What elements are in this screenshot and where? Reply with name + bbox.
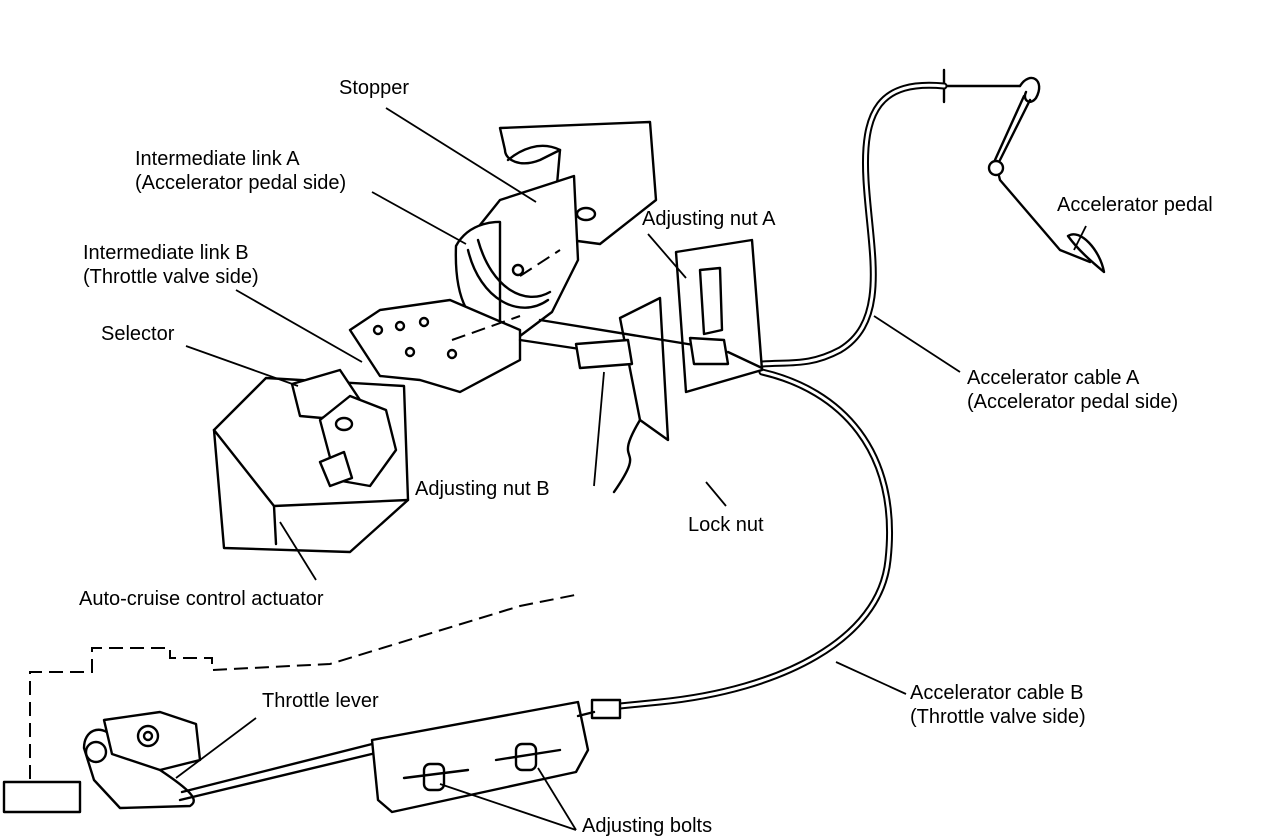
label-accelerator-cable-a-line1: Accelerator cable A: [967, 367, 1140, 389]
label-throttle-lever: Throttle lever: [262, 690, 379, 712]
cable-bracket-drawing: [612, 238, 764, 494]
label-intermediate-link-b-line2: (Throttle valve side): [83, 266, 259, 288]
label-accelerator-cable-b-line2: (Throttle valve side): [910, 706, 1086, 728]
throttle-body-drawing: [2, 593, 581, 814]
label-selector: Selector: [101, 323, 175, 345]
accelerator-pedal-drawing: [942, 68, 1106, 274]
label-intermediate-link-a-line2: (Accelerator pedal side): [135, 172, 347, 194]
intermediate-link-b-drawing: [348, 298, 522, 394]
label-stopper: Stopper: [339, 77, 410, 99]
linkage-rod-drawing: [518, 318, 764, 370]
label-accelerator-cable-b-line1: Accelerator cable B: [910, 682, 1084, 704]
accelerator-cable-b-drawing: [590, 368, 893, 720]
label-intermediate-link-a-line1: Intermediate link A: [135, 148, 300, 170]
label-lock-nut: Lock nut: [688, 514, 764, 536]
stopper-drawing: [498, 120, 658, 246]
leader-lines: [175, 107, 1087, 831]
label-accelerator-cable-a-line2: (Accelerator pedal side): [967, 391, 1179, 413]
label-adjusting-bolts: Adjusting bolts: [582, 815, 713, 837]
label-adjusting-nut-b: Adjusting nut B: [415, 478, 550, 500]
label-intermediate-link-b-line1: Intermediate link B: [83, 242, 249, 264]
label-accelerator-pedal: Accelerator pedal: [1057, 194, 1213, 216]
label-auto-cruise-actuator: Auto-cruise control actuator: [79, 588, 324, 610]
intermediate-link-a-drawing: [454, 174, 580, 338]
throttle-cable-drawing: [178, 700, 596, 814]
label-adjusting-nut-a: Adjusting nut A: [642, 208, 776, 230]
actuator-drawing: [212, 368, 410, 554]
accelerator-cable-a-drawing: [758, 81, 948, 368]
